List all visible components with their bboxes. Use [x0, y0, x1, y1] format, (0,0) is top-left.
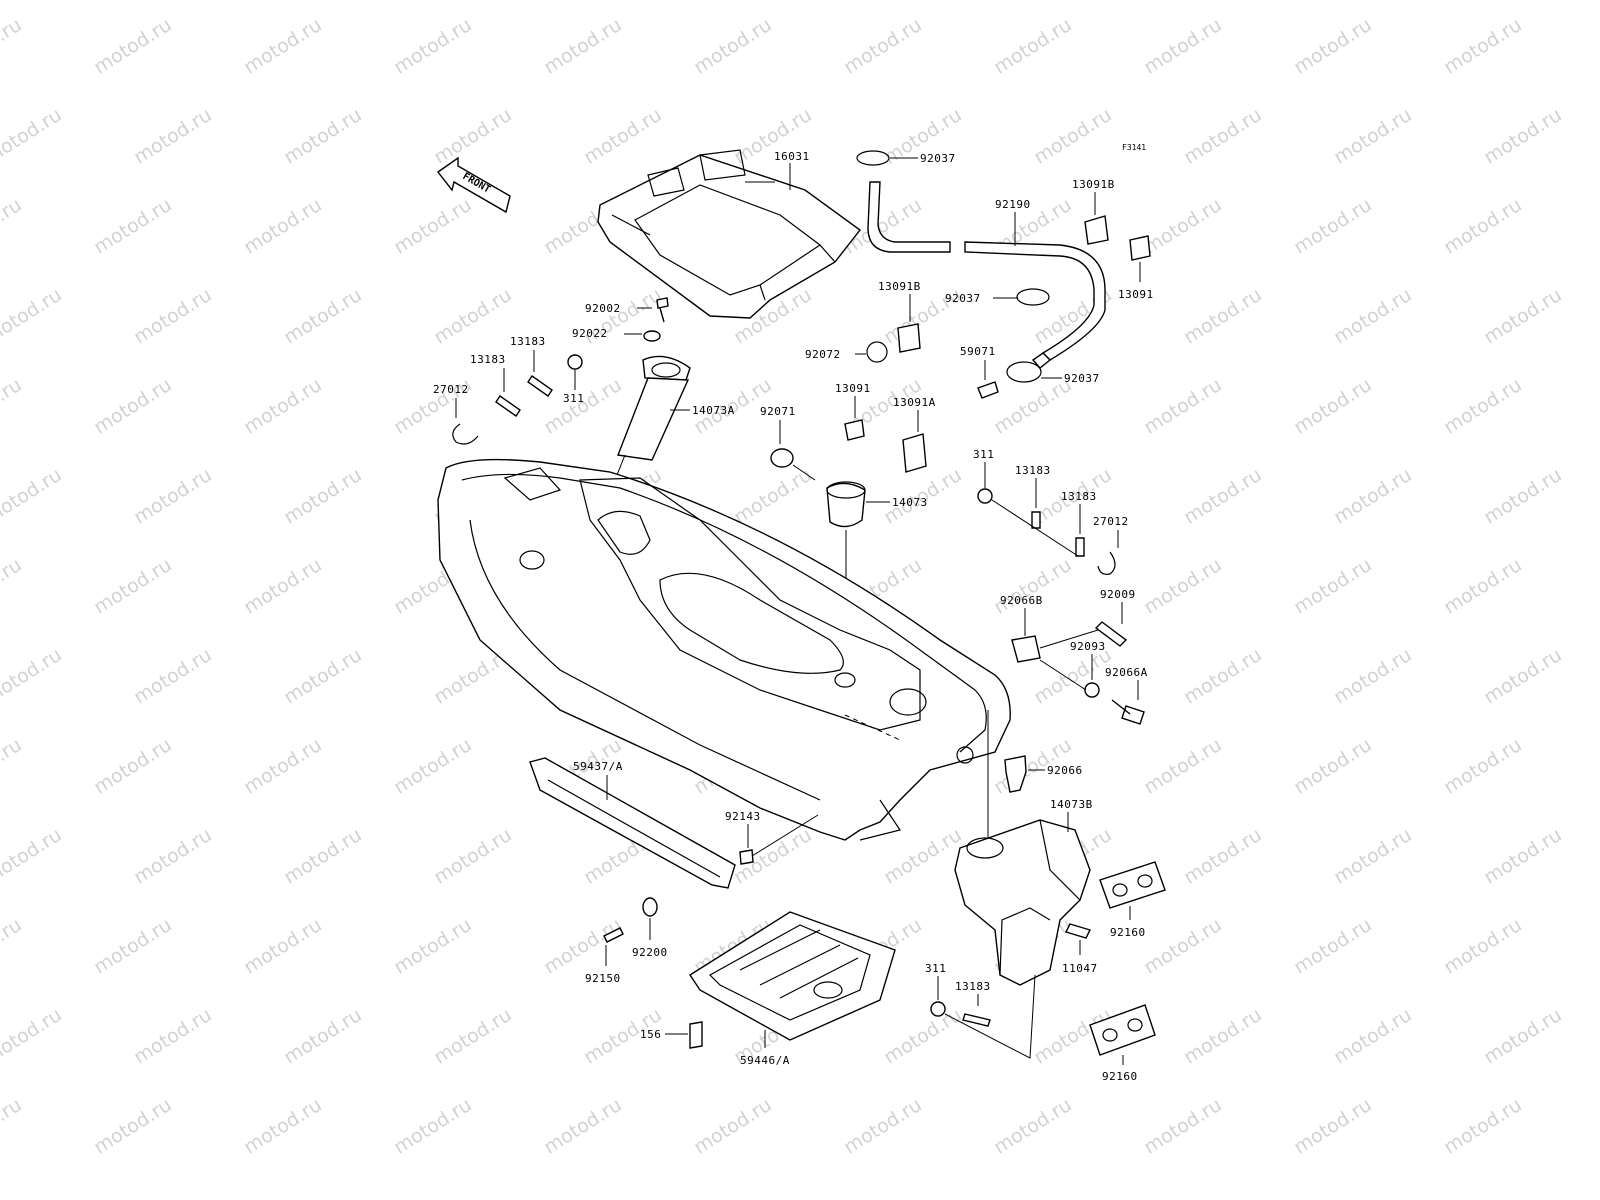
part-92022-washer [643, 330, 661, 342]
callout-156: 156 [640, 1028, 661, 1041]
callout-13183-b: 13183 [470, 353, 506, 366]
callout-13183-e: 13183 [955, 980, 991, 993]
part-13183-pin-right [1031, 511, 1041, 529]
part-11047-bolt [1065, 923, 1091, 939]
callout-13091a: 13091A [893, 396, 936, 409]
part-13091b-top [1084, 215, 1109, 245]
part-92143-rivet [739, 849, 754, 865]
callout-311-c: 311 [925, 962, 946, 975]
callout-92071: 92071 [760, 405, 796, 418]
callout-14073b: 14073B [1050, 798, 1093, 811]
part-92160-plate-lower [1089, 1004, 1156, 1056]
part-13183-pins-left [495, 375, 553, 417]
part-14073b-duct [954, 819, 1091, 986]
callout-92037-top: 92037 [920, 152, 956, 165]
callout-92072: 92072 [805, 348, 841, 361]
callout-92009: 92009 [1100, 588, 1136, 601]
callout-27012-a: 27012 [433, 383, 469, 396]
callout-59071: 59071 [960, 345, 996, 358]
part-16031-seat-tray [597, 149, 861, 319]
part-92066b [1011, 635, 1041, 663]
callout-92143: 92143 [725, 810, 761, 823]
part-13091b-mid [897, 323, 921, 353]
front-arrow-icon: FRONT [436, 156, 511, 214]
part-92037-clamp-top [856, 150, 890, 166]
callout-14073: 14073 [892, 496, 928, 509]
callout-14073a: 14073A [692, 404, 735, 417]
part-92093-washer [1084, 682, 1100, 698]
callout-92066b: 92066B [1000, 594, 1043, 607]
callout-92160-upper: 92160 [1110, 926, 1146, 939]
callout-92037-mid: 92037 [945, 292, 981, 305]
part-311-nut-bottom [930, 1001, 946, 1017]
callout-92037-low: 92037 [1064, 372, 1100, 385]
callout-92160-lower: 92160 [1102, 1070, 1138, 1083]
callout-311-a: 311 [563, 392, 584, 405]
part-92009-bolt [1094, 621, 1128, 647]
part-92072-clamp [866, 341, 888, 363]
callout-92190: 92190 [995, 198, 1031, 211]
callout-92200: 92200 [632, 946, 668, 959]
part-59071 [977, 381, 999, 399]
part-92066-plug [1004, 755, 1027, 793]
part-13091a [902, 433, 927, 473]
part-14073-cap [826, 481, 866, 528]
callout-92066a: 92066A [1105, 666, 1148, 679]
part-13183-pin-right2 [1075, 537, 1085, 557]
callout-13183-c: 13183 [1015, 464, 1051, 477]
callout-92093: 92093 [1070, 640, 1106, 653]
callout-11047: 11047 [1062, 962, 1098, 975]
part-92150-bolt [603, 927, 624, 943]
part-13091-top [1129, 235, 1151, 261]
part-14073a-tube [617, 355, 691, 461]
part-92037-clamp-low [1006, 361, 1042, 383]
callout-13091-top: 13091 [1118, 288, 1154, 301]
callout-13091b-top: 13091B [1072, 178, 1115, 191]
part-311-nut-left [567, 354, 583, 370]
part-156-bolt [689, 1021, 703, 1049]
part-92066a-bolt [1111, 699, 1145, 725]
part-92190-hose [867, 181, 1106, 369]
callout-13091b-mid: 13091B [878, 280, 921, 293]
callout-13091-mid: 13091 [835, 382, 871, 395]
part-59437a-rail [529, 757, 736, 889]
callout-59446a: 59446/A [740, 1054, 790, 1067]
part-311-nut-right [977, 488, 993, 504]
callout-27012-b: 27012 [1093, 515, 1129, 528]
part-92037-clamp-mid [1016, 288, 1050, 306]
part-92200-washer [642, 897, 658, 917]
part-13091-mid [844, 419, 865, 441]
part-92160-plate-upper [1099, 861, 1166, 909]
callout-16031: 16031 [774, 150, 810, 163]
callout-92150: 92150 [585, 972, 621, 985]
part-13183-pin-bottom [962, 1013, 991, 1027]
part-27012-clip-left [452, 423, 479, 445]
callout-92002: 92002 [585, 302, 621, 315]
callout-59437a: 59437/A [573, 760, 623, 773]
callout-92022: 92022 [572, 327, 608, 340]
part-92002-bolt [656, 297, 669, 323]
part-hull-deck [437, 458, 1011, 841]
part-59446a-intake-grate [689, 911, 896, 1041]
callout-13183-a: 13183 [510, 335, 546, 348]
callout-92066: 92066 [1047, 764, 1083, 777]
part-27012-clip-right [1097, 551, 1116, 575]
callout-13183-d: 13183 [1061, 490, 1097, 503]
part-92071-grommet [770, 448, 794, 468]
figure-ref: F3141 [1122, 143, 1146, 152]
callout-311-b: 311 [973, 448, 994, 461]
